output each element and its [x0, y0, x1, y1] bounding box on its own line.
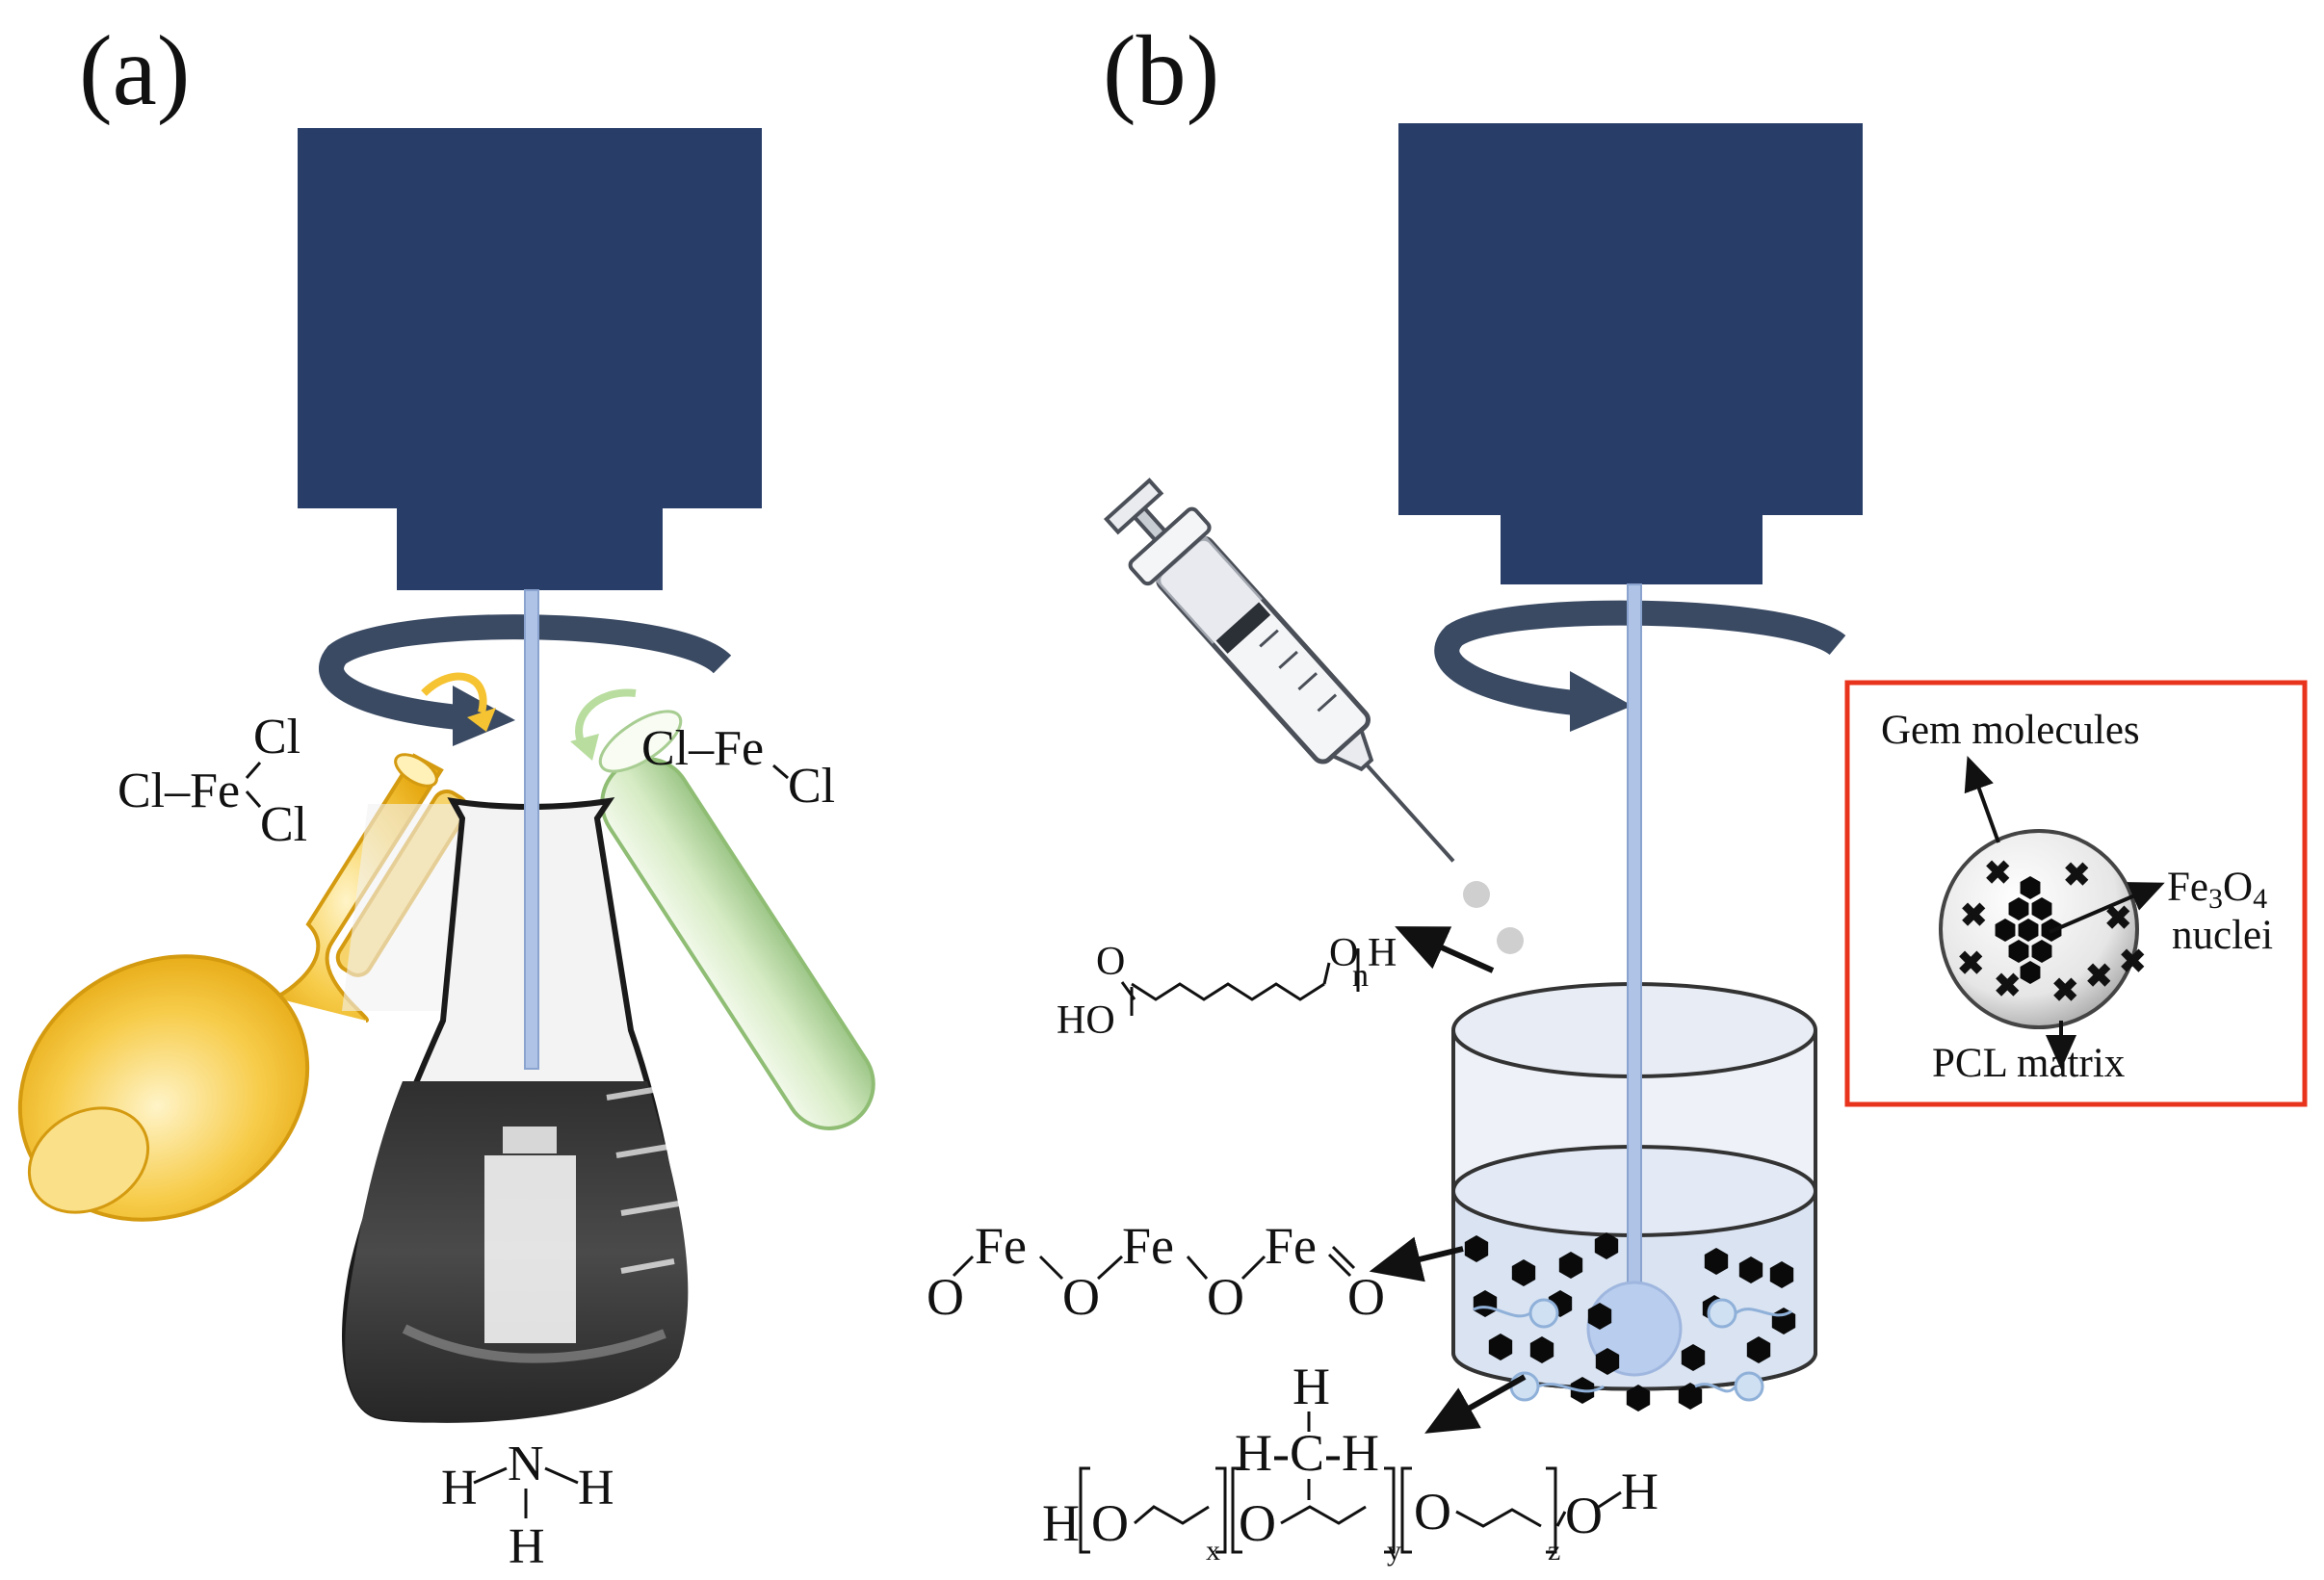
- nanoparticle-sphere: [1939, 829, 2139, 1029]
- svg-text:O: O: [1414, 1483, 1451, 1541]
- svg-text:H: H: [1042, 1494, 1080, 1552]
- svg-text:O: O: [1062, 1268, 1100, 1326]
- svg-text:✖: ✖: [1957, 946, 1985, 982]
- pour-arrowhead-yellow: [467, 708, 496, 732]
- svg-text:O: O: [1207, 1268, 1244, 1326]
- test-tube: [598, 710, 875, 1130]
- svg-text:✖: ✖: [2119, 945, 2147, 980]
- fecl3-left-formula: Cl Cl–Fe Cl: [118, 710, 307, 852]
- svg-text:✖: ✖: [1994, 969, 2022, 1004]
- svg-text:H: H: [1293, 1358, 1330, 1415]
- svg-text:Fe: Fe: [1122, 1217, 1174, 1275]
- stirrer-chuck-b: [1501, 515, 1763, 584]
- droplet-1: [1463, 881, 1490, 908]
- stirrer-motor-a: [298, 128, 762, 508]
- fe3o4-label: Fe3O4: [2167, 865, 2267, 915]
- panel-b-label: (b): [1103, 15, 1219, 126]
- inset-box: Gem molecules ✖ ✖ ✖ ✖ ✖ ✖ ✖ ✖ ✖: [1844, 680, 2308, 1107]
- svg-text:z: z: [1548, 1535, 1560, 1567]
- stirrer-shaft-b: [1627, 583, 1642, 1293]
- gem-molecules-label: Gem molecules: [1881, 708, 2140, 753]
- erlenmeyer-flask: [342, 797, 689, 1423]
- svg-text:y: y: [1387, 1535, 1401, 1567]
- svg-text:O: O: [1329, 931, 1358, 975]
- svg-text:✖: ✖: [2085, 959, 2113, 995]
- surfactant-micelles: [1473, 1298, 1792, 1402]
- rotation-arrow-b: [1434, 600, 1846, 732]
- svg-text:Fe: Fe: [975, 1217, 1027, 1275]
- svg-text:O: O: [1091, 1494, 1129, 1552]
- svg-text:O: O: [1565, 1487, 1603, 1544]
- svg-text:Cl–Fe: Cl–Fe: [641, 721, 764, 776]
- stirrer-shaft-a: [524, 589, 539, 1070]
- svg-text:n: n: [1352, 958, 1369, 994]
- stirrer-motor-b: [1398, 123, 1863, 515]
- gem-crosses: ✖ ✖ ✖ ✖ ✖ ✖ ✖ ✖ ✖: [1957, 856, 2147, 1009]
- svg-text:✖: ✖: [1984, 856, 2012, 892]
- svg-text:O: O: [1347, 1268, 1385, 1326]
- svg-text:O: O: [1239, 1494, 1276, 1552]
- svg-text:H: H: [441, 1461, 478, 1515]
- iron-oxide-formula: Fe Fe Fe O O O O: [927, 1217, 1385, 1326]
- pour-arrow-green: [575, 688, 637, 748]
- pcl-structure: O H n O HO: [1057, 931, 1397, 1043]
- svg-text:Cl: Cl: [788, 759, 835, 814]
- svg-text:O: O: [1096, 940, 1125, 984]
- surfactant-structure: H H-C-H H O x O y O z O H: [1042, 1358, 1658, 1567]
- pour-arrow-yellow: [421, 672, 487, 713]
- surfactant-arrow: [1424, 1374, 1527, 1434]
- svg-text:H: H: [1368, 931, 1397, 975]
- svg-text:x: x: [1206, 1535, 1220, 1567]
- svg-text:HO: HO: [1057, 998, 1115, 1043]
- droplet-2: [1497, 927, 1524, 954]
- svg-text:Fe: Fe: [1265, 1217, 1317, 1275]
- ammonia-formula: H N H H: [441, 1437, 614, 1574]
- svg-text:✖: ✖: [2063, 858, 2091, 894]
- svg-text:O: O: [927, 1268, 964, 1326]
- svg-text:Cl: Cl: [260, 797, 307, 852]
- fecl-right-formula: Cl–Fe Cl: [641, 721, 835, 814]
- syringe: [1103, 478, 1455, 863]
- svg-text:Cl–Fe: Cl–Fe: [118, 764, 240, 818]
- pcl-matrix-label: PCL matrix: [1932, 1041, 2125, 1086]
- svg-text:N: N: [508, 1437, 544, 1491]
- panel-a-label: (a): [79, 15, 190, 126]
- nuclei-pointer-arrow: [2049, 882, 2165, 934]
- gem-pointer-arrow: [1964, 755, 2000, 843]
- svg-text:Cl: Cl: [253, 710, 300, 764]
- svg-text:✖: ✖: [1960, 898, 1988, 934]
- svg-text:H: H: [1621, 1463, 1658, 1520]
- pcl-arrow: [1395, 926, 1495, 973]
- iron-oxide-arrow: [1369, 1236, 1464, 1282]
- svg-text:✖: ✖: [2051, 973, 2079, 1009]
- svg-text:H: H: [509, 1519, 545, 1574]
- stirrer-chuck-a: [397, 508, 663, 590]
- pour-arrowhead-green: [570, 734, 599, 761]
- nuclei-label: nuclei: [2172, 913, 2273, 958]
- svg-text:H: H: [578, 1461, 614, 1515]
- svg-text:H-C-H: H-C-H: [1235, 1424, 1379, 1482]
